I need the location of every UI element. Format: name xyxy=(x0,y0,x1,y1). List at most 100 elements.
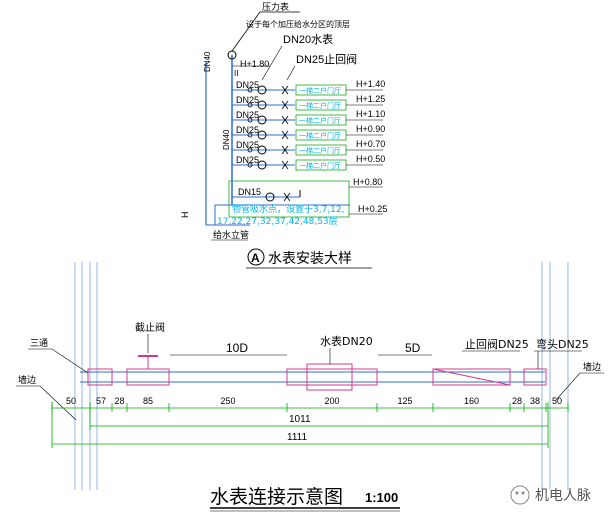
dim-value: 57 xyxy=(96,396,106,406)
dn15-meter-icon xyxy=(265,192,275,202)
gate-valve-body xyxy=(126,368,170,386)
note-top-label: 设于每个加压给水分区的顶层 xyxy=(246,19,350,29)
plan-title: 水表连接示意图 xyxy=(210,486,343,508)
plan-scale: 1:100 xyxy=(365,490,398,505)
wechat-eye-icon xyxy=(515,491,519,495)
branch-dn-label: DN25 xyxy=(236,125,259,135)
dn15-label: DN15 xyxy=(238,187,261,197)
h025-label: H+0.25 xyxy=(358,204,387,214)
check-valve-body xyxy=(432,368,511,386)
meter-icon xyxy=(257,130,267,140)
household-label: 一梯二户门厅 xyxy=(299,161,341,170)
meter-head xyxy=(306,363,353,391)
dn15-frame xyxy=(228,180,350,218)
dn25-check-label: DN25止回阀 xyxy=(296,52,357,66)
riser-label: 给水立管 xyxy=(213,229,249,241)
tee-leader xyxy=(28,348,89,374)
household-label: 一梯二户门厅 xyxy=(299,116,341,125)
wechat-eye2-icon xyxy=(521,491,525,495)
valve-icon xyxy=(247,162,253,168)
check-valve-label: 止回阀DN25 xyxy=(465,337,529,351)
meter-icon xyxy=(257,115,267,125)
meter-icon xyxy=(257,100,267,110)
dim-1011: 1011 xyxy=(289,414,311,425)
gauge-leader xyxy=(231,11,261,52)
h180-label: H+1.80 xyxy=(240,59,269,69)
pressure-gauge-label: 压力表 xyxy=(262,1,289,13)
dim-value: 38 xyxy=(530,396,540,406)
floors-line2: 17,22,27,32,37,42,48,53层 xyxy=(217,216,338,227)
dn40-top-label: DN40 xyxy=(203,51,212,72)
valve-icon xyxy=(247,147,253,153)
branch-dn-label: DN25 xyxy=(236,80,259,90)
household-label: 一梯二户门厅 xyxy=(299,131,341,140)
dim-value: 50 xyxy=(66,396,76,406)
branch-dn-label: DN25 xyxy=(236,110,259,120)
meter-body xyxy=(286,368,378,386)
wall-left-leader xyxy=(16,385,77,421)
wall-right-leader xyxy=(555,372,604,401)
elevation-label: H+1.25 xyxy=(356,94,385,104)
elbow-label: 弯头DN25 xyxy=(536,337,589,351)
dn20-meter-label: DN20水表 xyxy=(283,32,333,46)
tee-label: 三通 xyxy=(30,338,48,349)
caption-circle xyxy=(247,248,265,266)
meter-icon xyxy=(257,160,267,170)
h080-label: H+0.80 xyxy=(353,177,382,187)
branch-dn-label: DN25 xyxy=(236,95,259,105)
branch-dn-label: DN25 xyxy=(236,140,259,150)
dim-value: 50 xyxy=(552,396,562,406)
dim-value: 28 xyxy=(512,396,522,406)
valve-icon xyxy=(247,132,253,138)
detail-a: 压力表 设于每个加压给水分区的顶层 DN20水表 DN25止回阀 DN40 H+… xyxy=(180,1,387,269)
branch-dn-label: DN25 xyxy=(236,155,259,165)
dn20-leader xyxy=(261,45,283,81)
elevation-label: H+1.40 xyxy=(356,79,385,89)
floors-line1: 物管吸水点，设置于3,7,12, xyxy=(232,203,345,215)
wall-right-label: 墙边 xyxy=(583,361,601,373)
dim-value: 125 xyxy=(397,396,412,406)
elevation-label: H+1.10 xyxy=(356,109,385,119)
check-valve-diag xyxy=(432,368,511,386)
check-valve-icon xyxy=(281,100,289,110)
d5-label: 5D xyxy=(405,341,421,355)
meter-icon xyxy=(257,145,267,155)
check-valve-icon xyxy=(281,160,289,170)
branches: DN25一梯二户门厅H+1.40DN25一梯二户门厅H+1.25DN25一梯二户… xyxy=(232,79,385,171)
dn15-valve-icon xyxy=(283,192,291,202)
check-valve-icon xyxy=(281,85,289,95)
dim-value: 250 xyxy=(220,396,235,406)
caption-letter: A xyxy=(251,251,260,265)
tee-fitting xyxy=(87,368,113,386)
meter-label: 水表DN20 xyxy=(320,334,373,348)
household-label: 一梯二户门厅 xyxy=(299,101,341,110)
plan-view: 三通 截止阀 10D 水表DN20 5D 止回阀DN25 弯头DN25 墙边 墙… xyxy=(16,262,604,512)
caption-title: 水表安装大样 xyxy=(268,251,352,267)
watermark: 机电人脉 xyxy=(510,485,591,505)
dn25-leader xyxy=(286,65,296,81)
wall-left-label: 墙边 xyxy=(18,374,36,386)
check-valve-icon xyxy=(281,130,289,140)
household-label: 一梯二户门厅 xyxy=(299,86,341,95)
valve-icon xyxy=(247,117,253,123)
elevation-label: H+0.50 xyxy=(356,154,385,164)
small-mark: II xyxy=(234,69,238,78)
check-valve-icon xyxy=(281,115,289,125)
dim-value: 160 xyxy=(464,396,479,406)
elevation-label: H+0.70 xyxy=(356,139,385,149)
valve-icon xyxy=(247,87,253,93)
dim-value: 28 xyxy=(114,396,124,406)
household-label: 一梯二户门厅 xyxy=(299,146,341,155)
dn40-riser-label: DN40 xyxy=(222,129,231,150)
wechat-icon xyxy=(510,485,530,505)
h-mark: H xyxy=(180,212,190,219)
elevation-label: H+0.90 xyxy=(356,124,385,134)
elbow-fitting xyxy=(523,368,547,386)
gate-valve-label: 截止阀 xyxy=(135,321,165,334)
d10-label: 10D xyxy=(226,341,248,355)
watermark-text: 机电人脉 xyxy=(535,488,591,504)
dim-value: 200 xyxy=(324,396,339,406)
valve-icon xyxy=(247,102,253,108)
